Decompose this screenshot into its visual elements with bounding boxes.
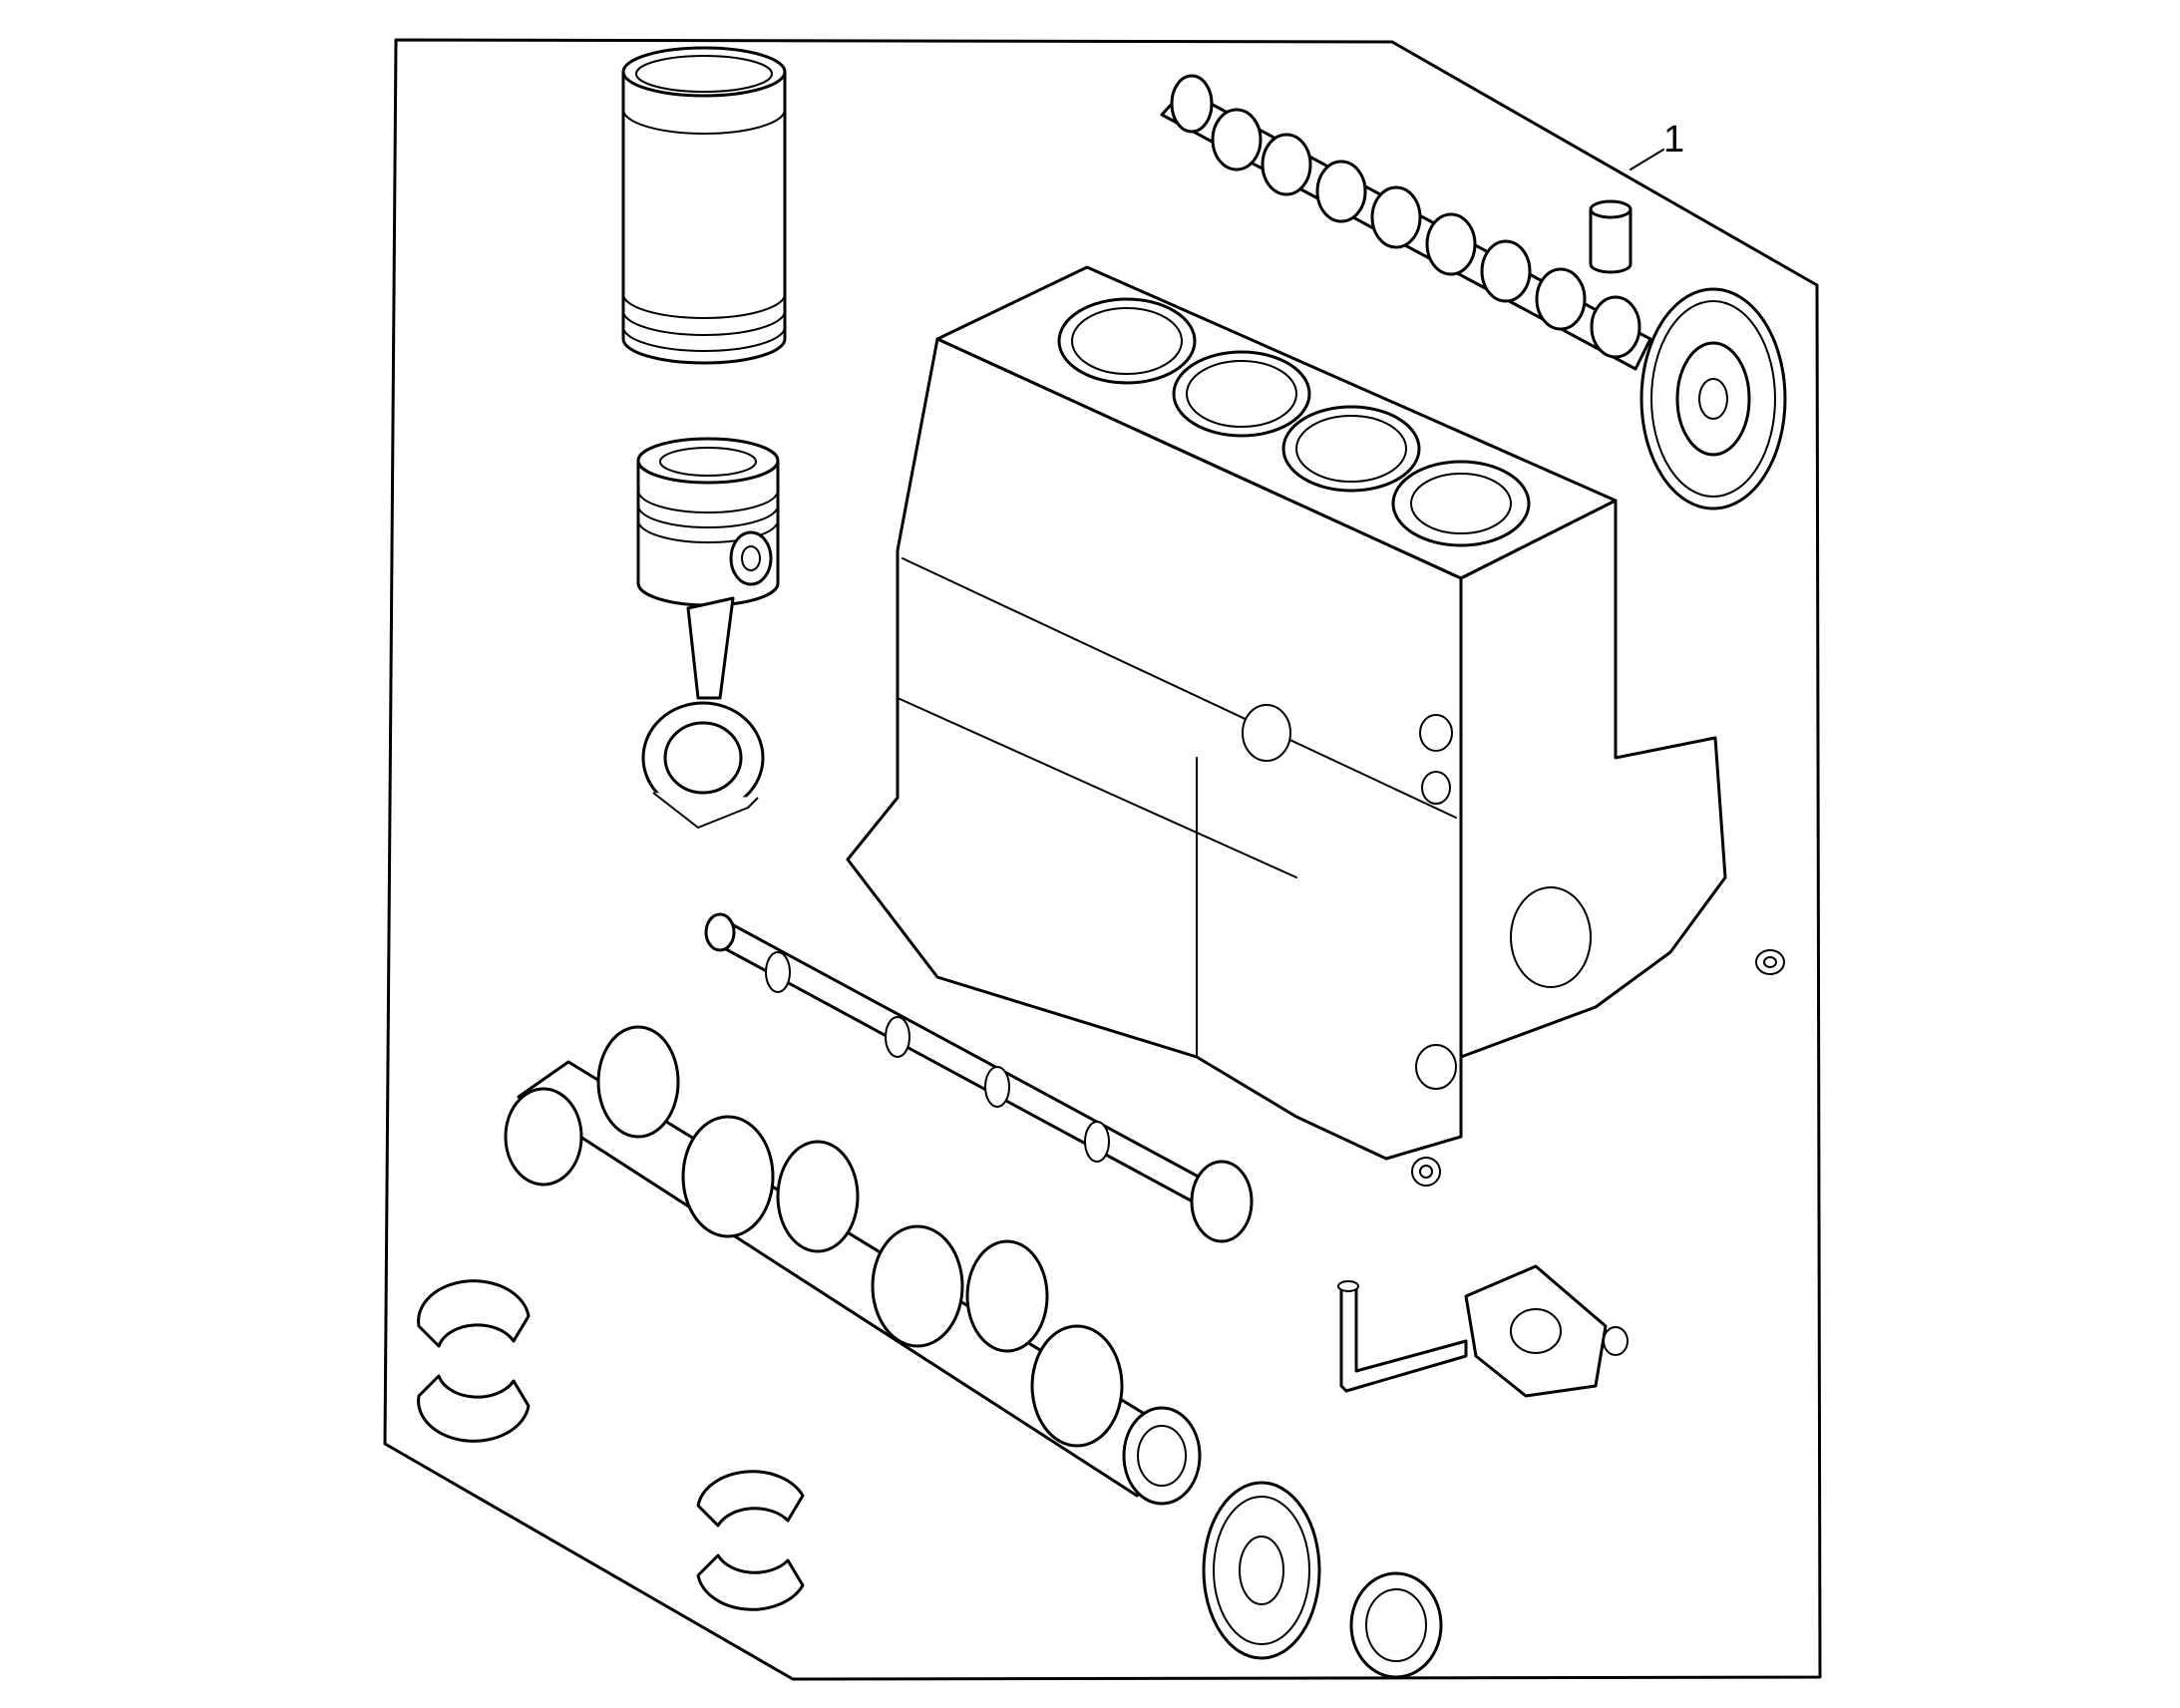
- crankshaft: [504, 1025, 1202, 1506]
- balancer-shaft: [704, 912, 1254, 1243]
- cylinder-block: [846, 265, 1727, 1161]
- washers: [1411, 949, 1785, 1187]
- callout-label-1: 1: [1663, 119, 1684, 161]
- callout-1: 1: [1630, 119, 1684, 171]
- main-bearing-shells: [417, 1279, 805, 1611]
- piston-and-connecting-rod: [636, 437, 780, 829]
- camshaft-with-gear: [1160, 74, 1787, 511]
- cylinder-liner: [621, 46, 787, 365]
- kit-boundary: [383, 38, 1822, 1681]
- oil-pump-with-pickup: [1337, 1264, 1629, 1398]
- tappet: [1589, 199, 1633, 274]
- crankshaft-seal: [1349, 1571, 1443, 1679]
- crankshaft-gear: [1202, 1481, 1321, 1660]
